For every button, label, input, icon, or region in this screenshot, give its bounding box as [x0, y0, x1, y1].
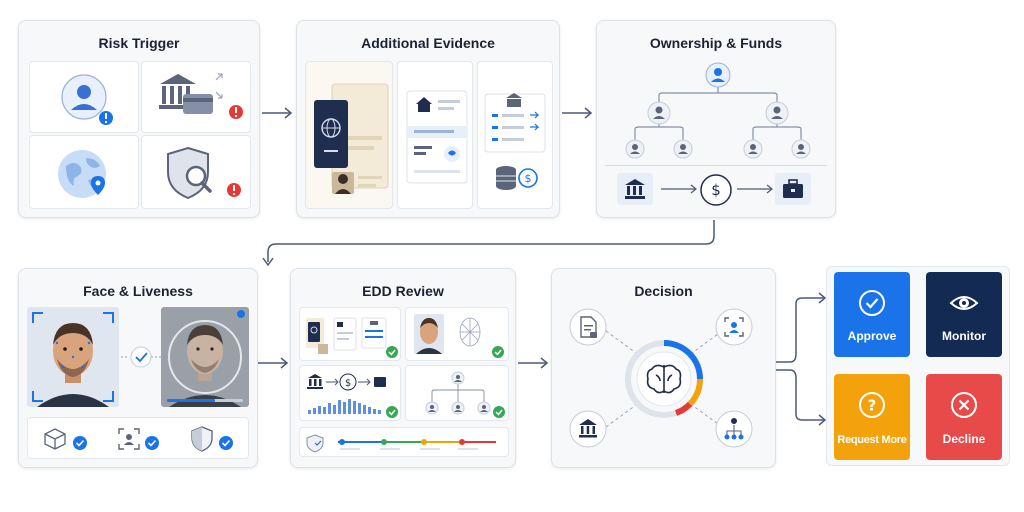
face-id-check-icon: [115, 425, 163, 453]
document-icon: [568, 307, 608, 347]
edd-tile-ownership: [405, 365, 509, 421]
network-icon: [714, 409, 754, 449]
risk-tile-shield: [141, 135, 251, 209]
edd-review-card: EDD Review $: [290, 268, 516, 468]
request-more-label: Request More: [837, 434, 907, 446]
passport-icon: [310, 76, 392, 206]
face-scan-icon: [27, 307, 119, 407]
ownership-divider: [605, 165, 827, 166]
funds-flow-check-icon: $: [304, 370, 400, 420]
face-match-check-icon: [410, 312, 506, 360]
additional-evidence-title: Additional Evidence: [361, 35, 495, 51]
user-alert-icon: [58, 70, 118, 128]
svg-text:$: $: [345, 378, 351, 389]
risk-trigger-card: Risk Trigger: [18, 20, 260, 218]
decline-label: Decline: [942, 432, 986, 446]
face-id-icon: [714, 307, 754, 347]
bank-statement-icon: $: [484, 84, 550, 204]
risk-trigger-title: Risk Trigger: [98, 35, 180, 51]
monitor-label: Monitor: [942, 329, 986, 343]
bank-icon: [617, 173, 653, 205]
edd-tile-face: [405, 307, 509, 361]
decline-button[interactable]: Decline: [926, 374, 1002, 460]
risk-tile-user: [29, 61, 139, 133]
bank-card-alert-icon: [156, 70, 246, 128]
approve-button[interactable]: Approve: [834, 272, 910, 357]
arrow-decision-to-outcomes: [776, 292, 827, 426]
evidence-tile-statement: $: [477, 61, 553, 209]
3d-cube-check-icon: [43, 425, 91, 453]
arrow-bank-to-dollar: [661, 184, 697, 194]
question-circle-icon: ?: [858, 391, 886, 424]
face-liveness-title: Face & Liveness: [83, 283, 193, 299]
ownership-tree-icon: [615, 61, 821, 161]
edd-tile-evidence: [299, 307, 401, 361]
approve-label: Approve: [847, 329, 897, 343]
risk-tile-globe: [29, 135, 139, 209]
briefcase-icon: [775, 173, 811, 205]
eye-icon: [949, 289, 979, 322]
globe-location-icon: [54, 146, 118, 202]
x-circle-icon: [950, 391, 978, 424]
dollar-icon: $: [699, 173, 733, 207]
arrow-edd-to-decision: [518, 357, 549, 369]
ownership-check-icon: [410, 370, 506, 420]
edd-tile-timeline: [299, 427, 509, 457]
ownership-funds-card: Ownership & Funds $: [596, 20, 836, 218]
svg-text:$: $: [711, 181, 721, 199]
face-to-liveness-connector: [121, 346, 161, 368]
arrow-face-to-edd: [258, 357, 289, 369]
request-more-button[interactable]: ? Request More: [834, 374, 910, 460]
svg-text:$: $: [525, 172, 532, 185]
check-circle-icon: [858, 289, 886, 322]
evidence-check-icon: [304, 312, 400, 360]
svg-text:?: ?: [868, 397, 877, 415]
ownership-funds-title: Ownership & Funds: [649, 35, 783, 51]
ai-brain-icon: [624, 339, 704, 419]
liveness-check-icon: [161, 307, 249, 407]
risk-tile-bank: [141, 61, 251, 133]
risk-timeline-icon: [306, 432, 502, 454]
monitor-button[interactable]: Monitor: [926, 272, 1002, 357]
evidence-tile-passport: [305, 61, 393, 209]
evidence-tile-document: [397, 61, 473, 209]
edd-review-title: EDD Review: [362, 283, 444, 299]
decision-title: Decision: [634, 283, 693, 299]
bank-icon-decision: [568, 409, 608, 449]
edd-tile-funds: $: [299, 365, 401, 421]
arrow-evidence-to-ownership: [562, 107, 593, 119]
decision-card: Decision: [551, 268, 776, 468]
face-liveness-card: Face & Liveness: [18, 268, 258, 468]
shield-check-icon: [189, 425, 237, 453]
document-home-icon: [406, 90, 468, 186]
additional-evidence-card: Additional Evidence $: [296, 20, 560, 218]
decision-connectors: [605, 330, 723, 428]
arrow-ownership-to-face: [262, 220, 715, 267]
arrow-risk-to-evidence: [262, 107, 293, 119]
shield-search-alert-icon: [162, 144, 248, 204]
arrow-dollar-to-briefcase: [737, 184, 773, 194]
